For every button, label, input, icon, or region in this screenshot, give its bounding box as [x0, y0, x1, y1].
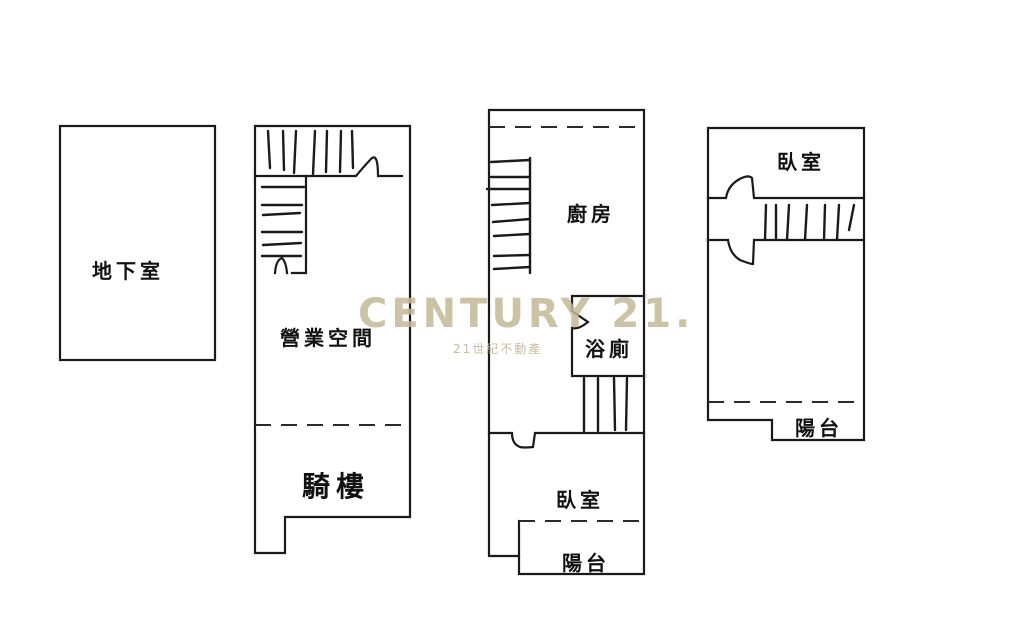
business-space-label: 營業空間 — [280, 326, 376, 350]
third-floor-bedroom-label: 臥室 — [777, 150, 825, 174]
century21-watermark-subtitle: 21世紀不動產 — [453, 342, 543, 356]
second-floor-staircase-icon — [485, 156, 629, 433]
second-floor-balcony-label: 陽台 — [562, 551, 610, 575]
third-floor-outline — [706, 126, 866, 442]
ground-floor-staircase-icon — [260, 129, 355, 258]
basement-room-label: 地下室 — [92, 259, 164, 283]
century21-watermark-logo: CENTURY 21. — [358, 291, 695, 337]
basement-floor-outline — [58, 124, 217, 362]
bathroom-label: 浴廁 — [585, 337, 633, 361]
second-floor-bedroom-label: 臥室 — [556, 488, 604, 512]
ground-floor-outline — [253, 124, 412, 555]
third-floor-staircase-icon — [763, 203, 856, 242]
arcade-label: 騎樓 — [302, 470, 371, 503]
second-floor-outline — [487, 108, 646, 576]
third-floor-balcony-label: 陽台 — [795, 416, 843, 440]
kitchen-label: 廚房 — [567, 202, 615, 226]
